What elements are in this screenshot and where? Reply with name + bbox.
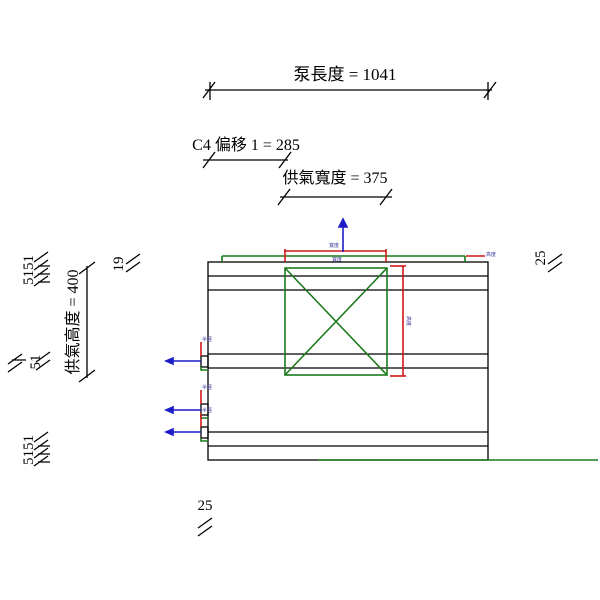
supply-opening[interactable] (200, 255, 598, 461)
height-side-label: 高度 (405, 316, 412, 326)
height-right-label: 高度 (486, 251, 496, 258)
radius-label-3: 半徑 (202, 407, 212, 414)
left-arrow-icon (163, 356, 174, 366)
dimension-lines (7, 81, 563, 537)
left-mid-dimension: 51 (28, 355, 44, 370)
width-label: 寬度 (329, 242, 339, 249)
radius-label-1: 半徑 (202, 336, 212, 343)
supply-height-dimension: 供氣高度 = 400 (64, 269, 82, 374)
c4-offset-dimension: C4 偏移 1 = 285 (192, 136, 300, 154)
up-arrow-icon (337, 217, 349, 228)
dimension-19: 19 (111, 257, 127, 272)
left-bottom-dimension: 5151 (21, 435, 37, 465)
left-arrow-icon (163, 427, 174, 437)
width-inner-label: 寬度 (332, 256, 342, 263)
pump-body[interactable] (200, 261, 489, 461)
blue-arrows[interactable] (163, 217, 349, 437)
left-top-dimension: 5151 (21, 255, 37, 285)
bottom-dimension-25: 25 (198, 498, 213, 514)
red-dimensions (200, 249, 485, 427)
supply-width-dimension: 供氣寬度 = 375 (282, 169, 387, 187)
pump-length-dimension: 泵長度 = 1041 (293, 65, 396, 84)
radius-label-2: 半徑 (202, 384, 212, 391)
left-arrow-icon (163, 405, 174, 415)
right-dimension-25: 25 (533, 251, 549, 266)
